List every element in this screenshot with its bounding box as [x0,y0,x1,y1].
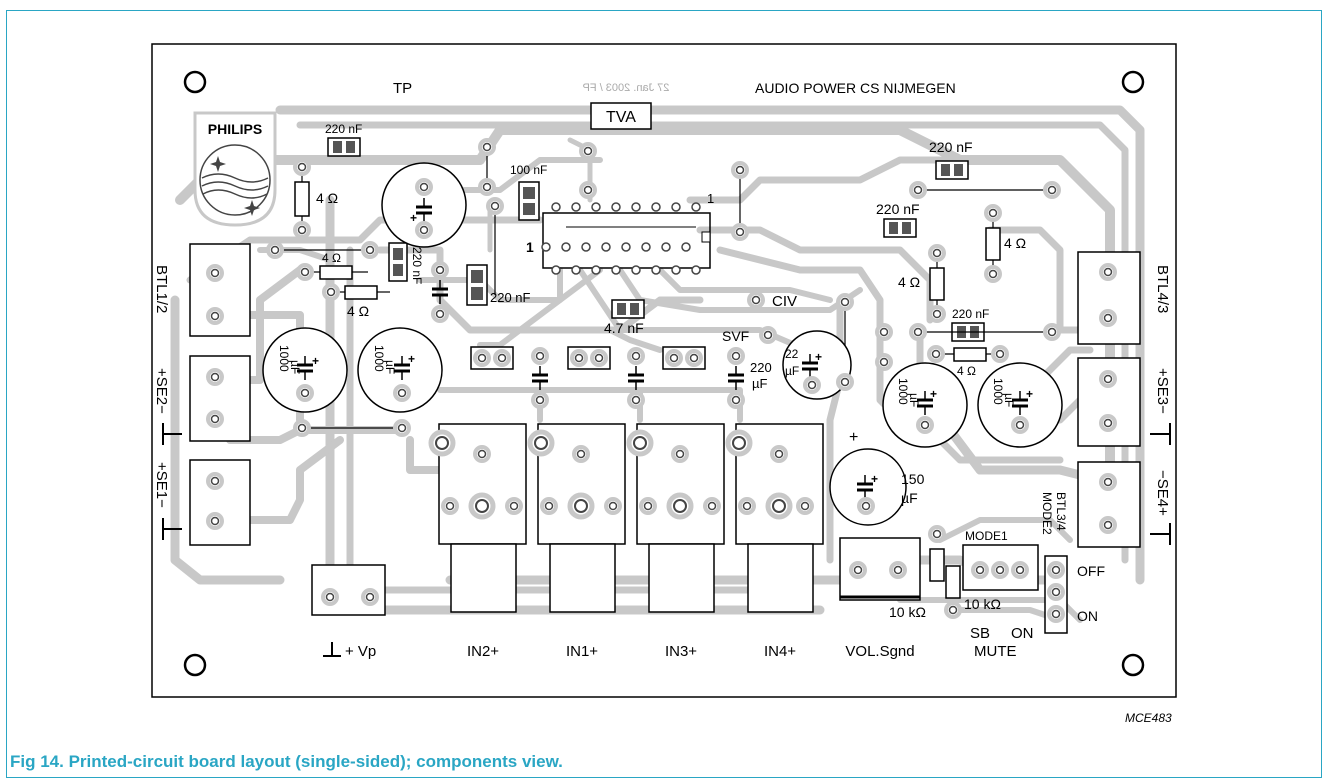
res-4ohm-d-label: 4 Ω [1004,235,1026,251]
electrolytic-caps: + + + + + + + [262,162,1063,526]
in4-label: IN4+ [764,643,796,660]
connector-btl43-label: BTL4/3 [1154,265,1171,313]
connector-se2-label: +SE2− [153,368,170,414]
svg-text:+: + [815,350,822,364]
civ-label: CIV [772,293,797,310]
figure-caption: Fig 14. Printed-circuit board layout (si… [10,752,563,771]
cap-1000uf-d-line2: µF [1002,393,1016,407]
mute-on-label: ON [1011,625,1034,642]
cap-1000uf-d-line1: 1000 [991,378,1005,405]
cap-150uf-line1: 150 [901,471,925,487]
figure-id: MCE483 [1125,711,1172,725]
volsgnd-label: VOL.Sgnd [845,643,914,660]
mode1-label: MODE1 [965,529,1008,543]
cap-22uf-line1: 22 [785,347,799,361]
vp-label: + Vp [345,643,376,660]
tva-box [590,102,652,130]
input-jacks [431,423,824,613]
cap-4-7nf-label: 4.7 nF [604,320,644,336]
power-connector [311,564,386,616]
cap-220uf-line2: µF [752,376,767,391]
cap-22uf-line2: µF [785,364,799,378]
connector-se4-label: −SE4+ [1154,470,1171,516]
svg-text:+: + [312,354,319,368]
in2-label: IN2+ [467,643,499,660]
res-4ohm-c-label: 4 Ω [347,303,369,319]
svg-text:+: + [408,352,415,366]
ic-footprint [541,202,711,275]
cap-220nf-mid [883,218,917,238]
ic-pin1-left-label: 1 [526,239,534,255]
mode2-label: MODE2 [1040,492,1054,535]
svg-text:+: + [1026,387,1033,401]
date-mark: 27 Jan. 2003 / FP [583,82,670,94]
left-connectors [189,243,251,546]
cap-1000uf-c-line1: 1000 [896,378,910,405]
mounting-holes [183,70,1145,677]
connector-btl12-label: BTL1/2 [153,265,170,313]
right-connectors [1077,251,1141,548]
cap-220nf-top [327,137,361,157]
cap-150uf-line2: µF [901,490,918,506]
ic-pin1-label: 1 [707,191,714,206]
cap-220nf-right [935,160,969,180]
cap-220nf-right-label: 220 nF [929,139,973,155]
off-label: OFF [1077,563,1105,579]
cap-1000uf-b-line2: µF [383,360,397,374]
cap-220nf-small-label: 220 nF [952,307,989,321]
cap-1000uf-a-line2: µF [288,360,302,374]
res-4ohm-f-label: 4 Ω [957,364,976,378]
in3-label: IN3+ [665,643,697,660]
res-4ohm-e-label: 4 Ω [898,274,920,290]
cap-220uf-line1: 220 [750,360,772,375]
cap-100nf-label: 100 nF [510,163,547,177]
in1-label: IN1+ [566,643,598,660]
connector-se3-label: +SE3− [1154,368,1171,414]
cap-220nf-low-label: 220 nF [490,290,531,305]
tp-mark: TP [393,80,412,97]
res-4ohm-b-label: 4 Ω [322,251,341,265]
cap-1000uf-b-line1: 1000 [372,345,386,372]
svg-text:+: + [930,387,937,401]
btl34-small-label: BTL3/4 [1054,492,1068,531]
res-4ohm-a-label: 4 Ω [316,190,338,206]
sb-label: SB [970,625,990,642]
philips-logo: PHILIPS [193,111,277,227]
cap-220nf-mid-label: 220 nF [876,201,920,217]
cap-220nf-top-label: 220 nF [325,122,362,136]
cap-1000uf-c-line2: µF [907,393,921,407]
on-label: ON [1077,608,1098,624]
res-10k-a-label: 10 kΩ [889,604,926,620]
tva-label: TVA [606,109,636,126]
cap-4-7nf [611,299,645,319]
cap-220nf-vertical-label: 220 nF [410,247,424,284]
svg-text:+: + [849,429,858,446]
board-title: AUDIO POWER CS NIJMEGEN [755,80,956,96]
mute-label: MUTE [974,643,1017,660]
figure-frame [6,10,1322,778]
svf-label: SVF [722,328,749,344]
res-10k-b-label: 10 kΩ [964,596,1001,612]
svg-text:+: + [410,211,417,225]
mode-connectors [962,544,1068,634]
ground-symbols [162,423,1171,657]
vol-connector [839,537,921,601]
svg-text:+: + [871,472,878,486]
connector-se1-label: +SE1− [153,462,170,508]
philips-wordmark: PHILIPS [208,121,262,137]
cap-1000uf-a-line1: 1000 [277,345,291,372]
